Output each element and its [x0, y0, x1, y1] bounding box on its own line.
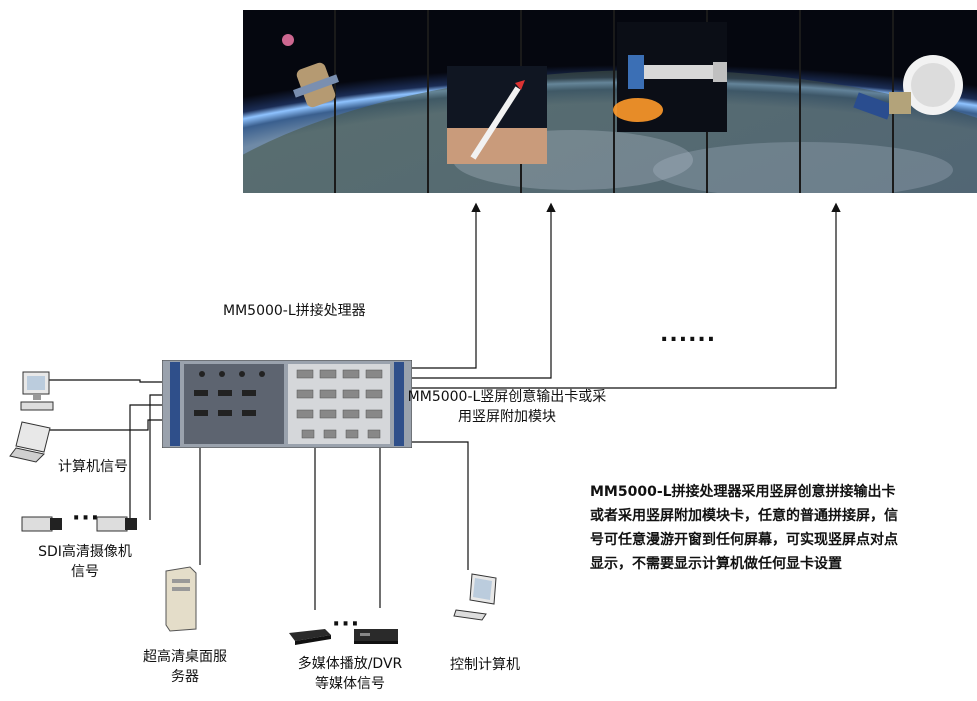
sdi-camera-label-line1: SDI高清摄像机 — [38, 544, 132, 560]
more-screens-ellipsis: ...... — [660, 322, 717, 347]
media-player-icon — [289, 629, 331, 645]
description-line-3: 号可任意漫游开窗到任何屏幕，可实现竖屏点对点 — [590, 532, 898, 548]
sdi-camera-label-line2: 信号 — [71, 564, 99, 580]
video-wall — [243, 10, 977, 193]
rocket-launch-image — [447, 66, 547, 164]
camera-ellipsis: ··· — [72, 506, 101, 531]
description-line-4: 显示，不需要显示计算机做任何显卡设置 — [590, 556, 842, 572]
desktop-server-label-line1: 超高清桌面服 — [143, 649, 227, 665]
output-card-label-line2: 用竖屏附加模块 — [458, 409, 556, 425]
media-signal-label: 多媒体播放/DVR 等媒体信号 — [275, 654, 425, 694]
satellite-image-2 — [853, 55, 963, 120]
description-text: MM5000-L拼接处理器采用竖屏创意拼接输出卡 或者采用竖屏附加模块卡，任意的… — [590, 480, 970, 576]
processor-title: MM5000-L拼接处理器 — [223, 303, 366, 319]
desktop-server-label-line2: 务器 — [171, 669, 199, 685]
media-signal-label-line2: 等媒体信号 — [315, 676, 385, 692]
sdi-camera-icon-2 — [96, 516, 137, 532]
dvr-icon — [354, 629, 398, 644]
control-computer-label: 控制计算机 — [450, 657, 520, 673]
desktop-server-label: 超高清桌面服 务器 — [120, 647, 250, 687]
spacecraft-image — [613, 22, 727, 132]
description-line-2: 或者采用竖屏附加模块卡，任意的普通拼接屏，信 — [590, 508, 898, 524]
server-tower-icon — [165, 566, 197, 632]
processor-rack — [162, 360, 412, 448]
description-line-1: MM5000-L拼接处理器采用竖屏创意拼接输出卡 — [590, 484, 896, 500]
desktop-computer-icon — [20, 371, 54, 411]
media-signal-label-line1: 多媒体播放/DVR — [297, 656, 403, 672]
control-computer-icon — [453, 573, 497, 621]
sdi-camera-label: SDI高清摄像机 信号 — [10, 542, 160, 582]
satellite-image-1 — [282, 34, 339, 108]
sdi-camera-icon-1 — [21, 516, 62, 532]
laptop-icon — [9, 421, 51, 463]
output-card-label-line1: MM5000-L竖屏创意输出卡或采 — [407, 389, 607, 405]
output-card-label: MM5000-L竖屏创意输出卡或采 用竖屏附加模块 — [402, 387, 612, 427]
computer-signal-label: 计算机信号 — [58, 459, 128, 475]
